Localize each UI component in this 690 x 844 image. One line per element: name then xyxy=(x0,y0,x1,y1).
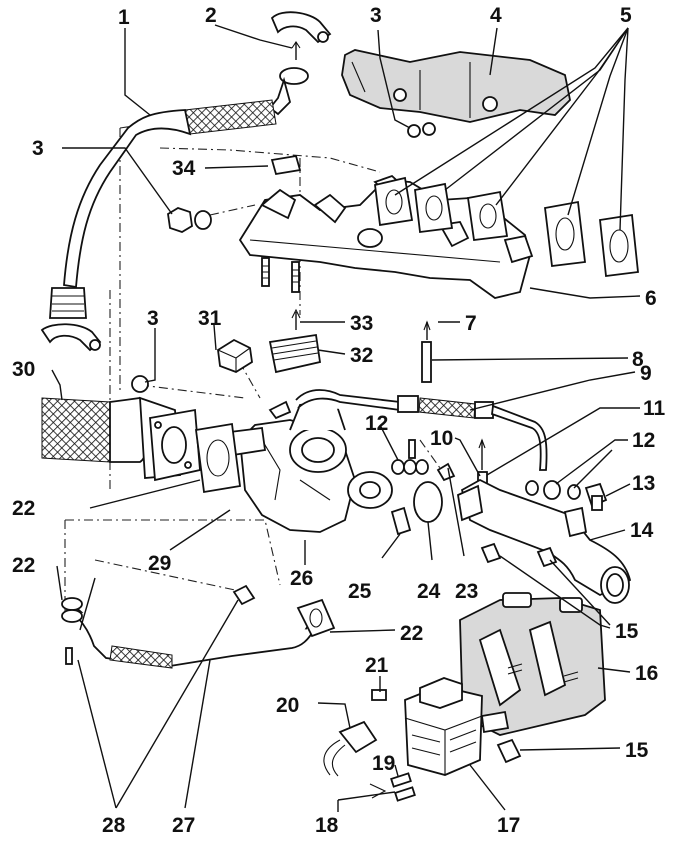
callout-12-left: 12 xyxy=(365,412,388,435)
plug-31 xyxy=(217,338,253,373)
callout-14: 14 xyxy=(630,519,654,542)
callout-21: 21 xyxy=(365,654,389,677)
electrical-connector-20 xyxy=(323,720,378,777)
bolt-15-lower xyxy=(496,738,522,764)
callout-15-upper: 15 xyxy=(615,620,639,643)
callout-1: 1 xyxy=(118,6,130,29)
heat-shield-upper xyxy=(341,49,571,123)
arrow-18 xyxy=(337,783,396,801)
pin-25 xyxy=(390,506,412,536)
washers-12-right xyxy=(525,480,581,500)
pressure-valve-17 xyxy=(371,677,510,776)
callout-22-mid: 22 xyxy=(12,497,35,520)
callout-19: 19 xyxy=(372,752,395,775)
callout-18: 18 xyxy=(315,814,339,837)
callout-4: 4 xyxy=(490,4,502,27)
callout-26: 26 xyxy=(290,567,313,590)
manifold-gaskets xyxy=(374,176,639,278)
callout-17: 17 xyxy=(497,814,520,837)
callout-3-lower: 3 xyxy=(147,307,159,330)
callout-7: 7 xyxy=(465,312,477,335)
callout-23: 23 xyxy=(455,580,478,603)
gasket-24 xyxy=(413,481,443,523)
callout-29: 29 xyxy=(148,552,171,575)
pipe-clamp-lower xyxy=(40,323,102,352)
callout-3: 3 xyxy=(370,4,382,27)
heat-shield-lower xyxy=(459,592,606,736)
callout-5: 5 xyxy=(620,4,632,27)
nut-lower-left xyxy=(131,375,149,393)
callout-16: 16 xyxy=(635,662,658,685)
nut-washer-left xyxy=(167,207,212,233)
sleeve-34 xyxy=(270,154,302,176)
callout-8: 8 xyxy=(632,348,644,371)
callout-6: 6 xyxy=(645,287,657,310)
callout-20: 20 xyxy=(276,694,299,717)
exhaust-downpipe xyxy=(41,396,201,482)
callout-12-right: 12 xyxy=(632,429,655,452)
callout-22-lower-right: 22 xyxy=(400,622,423,645)
nut-washer-upper-right xyxy=(407,122,436,138)
callout-2: 2 xyxy=(205,4,217,27)
callout-24: 24 xyxy=(417,580,441,603)
callout-leaders xyxy=(51,24,641,812)
bolts-28 xyxy=(65,584,256,665)
callout-labels: 1 2 3 4 5 3 34 6 3 31 33 7 8 30 32 9 11 … xyxy=(12,4,666,837)
callout-30: 30 xyxy=(12,358,35,381)
oil-feed-line xyxy=(295,389,548,471)
bolt-vertical-small xyxy=(408,439,416,459)
pin-8 xyxy=(421,320,432,383)
pipe-clamp-top xyxy=(270,11,332,60)
callout-34: 34 xyxy=(172,157,196,180)
gasket-22-lower-left xyxy=(61,597,83,623)
callout-27: 27 xyxy=(172,814,195,837)
callout-13: 13 xyxy=(632,472,655,495)
callout-11: 11 xyxy=(643,397,666,420)
oil-return-line-27 xyxy=(69,598,336,669)
hose-32 xyxy=(268,308,322,374)
callout-33: 33 xyxy=(350,312,373,335)
callout-10: 10 xyxy=(430,427,453,450)
turbo-flange-gasket xyxy=(194,422,242,494)
banjo-bolt-13 xyxy=(584,482,608,511)
callout-31: 31 xyxy=(198,307,222,330)
callout-32: 32 xyxy=(350,344,373,367)
return-pipe xyxy=(49,67,309,319)
callout-25: 25 xyxy=(348,580,372,603)
callout-15-lower: 15 xyxy=(625,739,649,762)
callout-3-left: 3 xyxy=(32,137,44,160)
callout-22-lower-left: 22 xyxy=(12,554,35,577)
hoses-19 xyxy=(390,772,416,802)
bolt-23 xyxy=(436,462,456,482)
callout-28: 28 xyxy=(102,814,126,837)
turbocharger xyxy=(228,399,393,533)
callout-9: 9 xyxy=(640,362,652,385)
washers-12-left xyxy=(391,459,429,475)
banjo-bolt-10 xyxy=(477,438,488,487)
